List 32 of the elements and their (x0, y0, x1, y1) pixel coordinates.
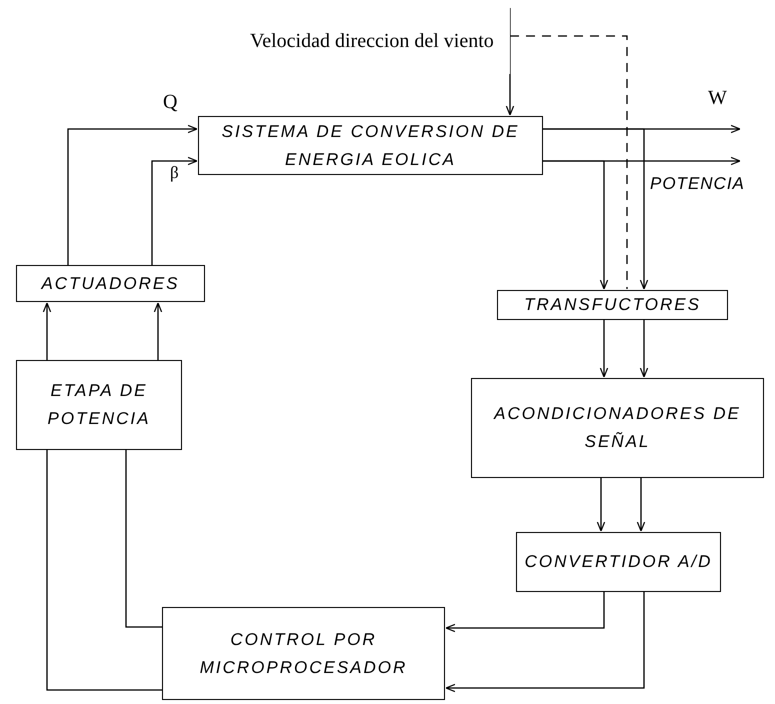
process-box (497, 290, 728, 320)
dashed-connector (510, 35, 628, 289)
box-text: ETAPA DE POTENCIA (46, 380, 152, 430)
arrow (151, 156, 198, 265)
edge-label: W (708, 88, 727, 108)
process-box (516, 532, 721, 592)
arrow (67, 124, 198, 265)
process-box (162, 607, 445, 700)
box-text: CONVERTIDOR A/D (524, 551, 712, 573)
arrow (596, 478, 606, 532)
box-text: Velocidad direccion del viento (250, 28, 495, 54)
edge-label: β (170, 164, 179, 181)
box-text: ACTUADORES (41, 272, 180, 294)
arrow (600, 320, 608, 378)
process-box (16, 360, 182, 450)
process-box (16, 265, 205, 302)
box-text: ACONDICIONADORES DE SEÑAL (492, 403, 742, 453)
edge-label: POTENCIA (650, 175, 745, 192)
process-box (471, 378, 764, 478)
arrow (42, 302, 52, 360)
arrow (543, 160, 608, 290)
box-text: CONTROL POR MICROPROCESADOR (198, 628, 408, 678)
arrow (640, 320, 648, 378)
edge-label: Q (163, 92, 178, 112)
arrow (445, 592, 645, 692)
arrow (154, 302, 162, 360)
arrow (445, 592, 605, 632)
arrow (636, 478, 646, 532)
box-text: SISTEMA DE CONVERSION DE ENERGIA EOLICA (220, 120, 520, 170)
process-box (198, 116, 543, 175)
arrow (543, 128, 648, 290)
box-text: TRANSFUCTORES (524, 294, 701, 316)
